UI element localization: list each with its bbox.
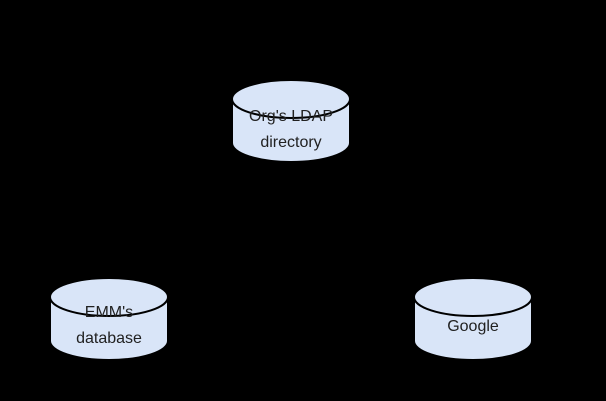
node-label-line: Google xyxy=(447,318,499,335)
node-label: EMM's database xyxy=(48,300,170,352)
database-cylinder-icon xyxy=(413,277,533,361)
node-label-line: directory xyxy=(260,134,322,151)
node-emms-database: EMM's database xyxy=(48,276,170,362)
node-label-line: database xyxy=(76,330,142,347)
database-cylinder-icon xyxy=(49,277,169,361)
node-label: Org's LDAP directory xyxy=(230,104,352,156)
node-label: Google xyxy=(412,314,534,340)
node-google: Google xyxy=(412,276,534,362)
node-label-line: Org's LDAP xyxy=(249,108,333,125)
database-cylinder-icon xyxy=(231,79,351,163)
node-orgs-ldap-directory: Org's LDAP directory xyxy=(230,78,352,164)
node-label-line: EMM's xyxy=(84,304,134,321)
